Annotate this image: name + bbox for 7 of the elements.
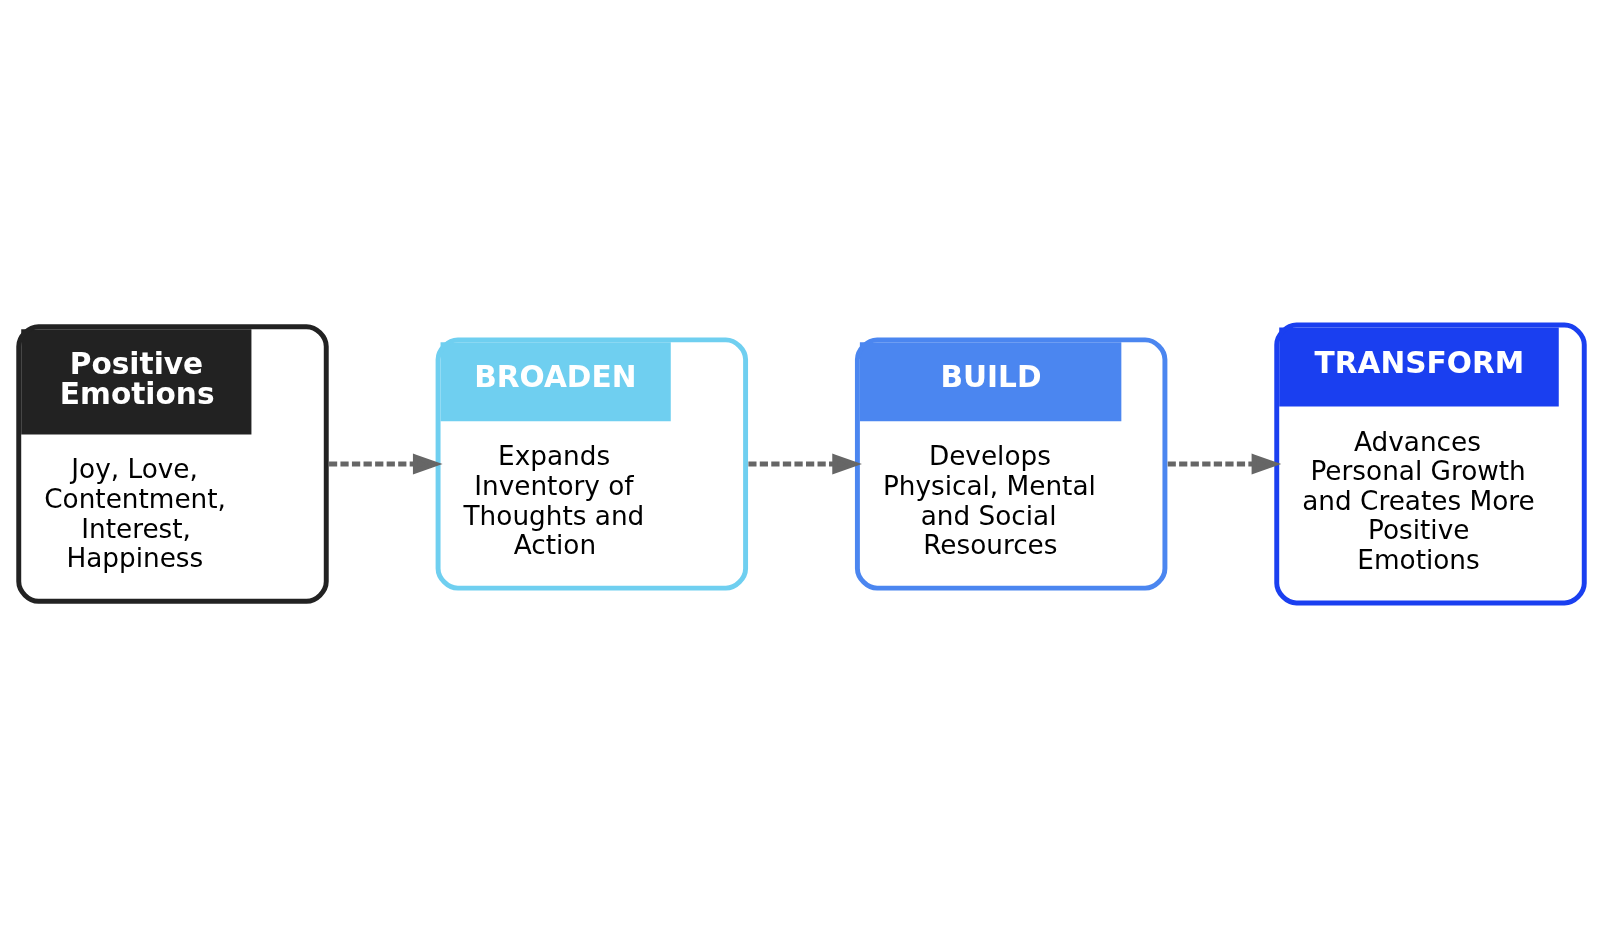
node-box: Positive Emotions Joy, Love, Contentment, Interest, Happiness <box>16 323 329 604</box>
arrow <box>748 453 862 474</box>
node-box: BUILD Develops Physical, Mental and Social Resources <box>854 336 1168 591</box>
arrow <box>329 453 443 474</box>
arrow <box>1167 453 1282 474</box>
node-box: TRANSFORM Advances Personal Growth and Creates More Positive Emotions <box>1274 322 1587 605</box>
node-box: BROADEN Expands Inventory of Thoughts and Action <box>435 336 749 591</box>
